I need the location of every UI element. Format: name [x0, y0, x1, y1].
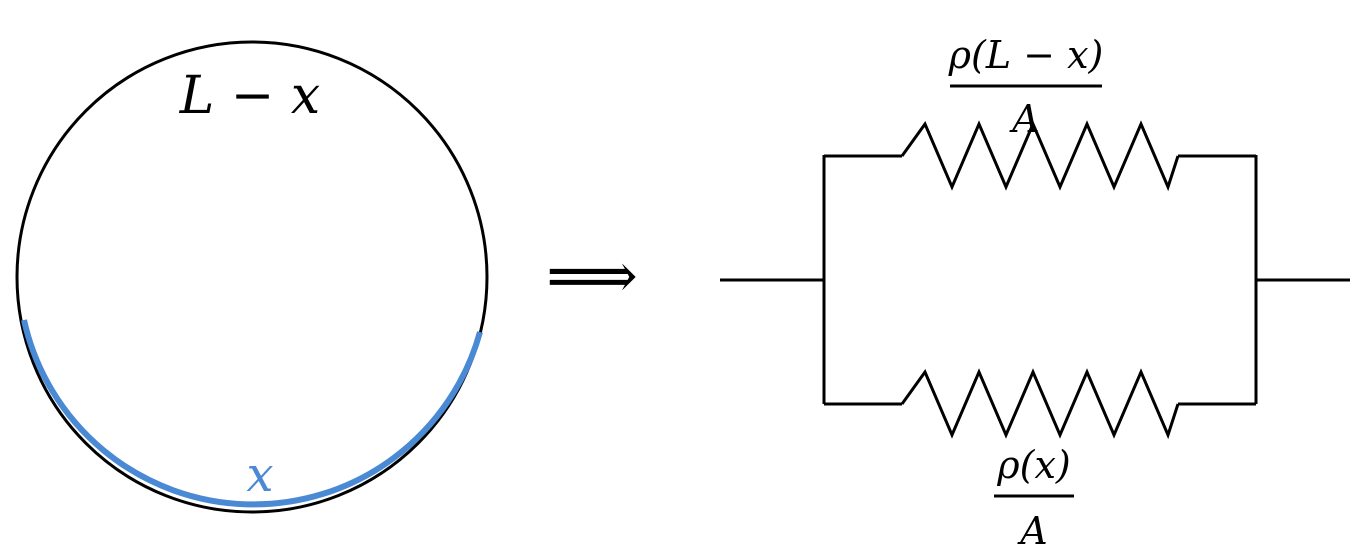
highlighted-segment-x [21, 319, 483, 508]
bottom-resistor-zigzag [900, 368, 1180, 440]
bottom-resistor-denominator: A [1017, 509, 1047, 553]
bottom-resistor-numerator: ρ(x) [996, 443, 1070, 487]
wire-loop: L − x x [15, 40, 489, 514]
loop-circle [15, 40, 489, 514]
loop-label-l-minus-x: L − x [179, 66, 321, 126]
implies-arrow: ⟹ [546, 240, 638, 314]
parallel-circuit [720, 120, 1350, 440]
bottom-resistor-label: ρ(x) A [994, 443, 1074, 553]
top-resistor-denominator: A [1009, 97, 1039, 141]
top-resistor-zigzag [900, 120, 1180, 192]
loop-label-x: x [246, 447, 273, 503]
top-resistor-label: ρ(L − x) A [948, 33, 1104, 141]
top-resistor-numerator: ρ(L − x) [948, 33, 1104, 77]
